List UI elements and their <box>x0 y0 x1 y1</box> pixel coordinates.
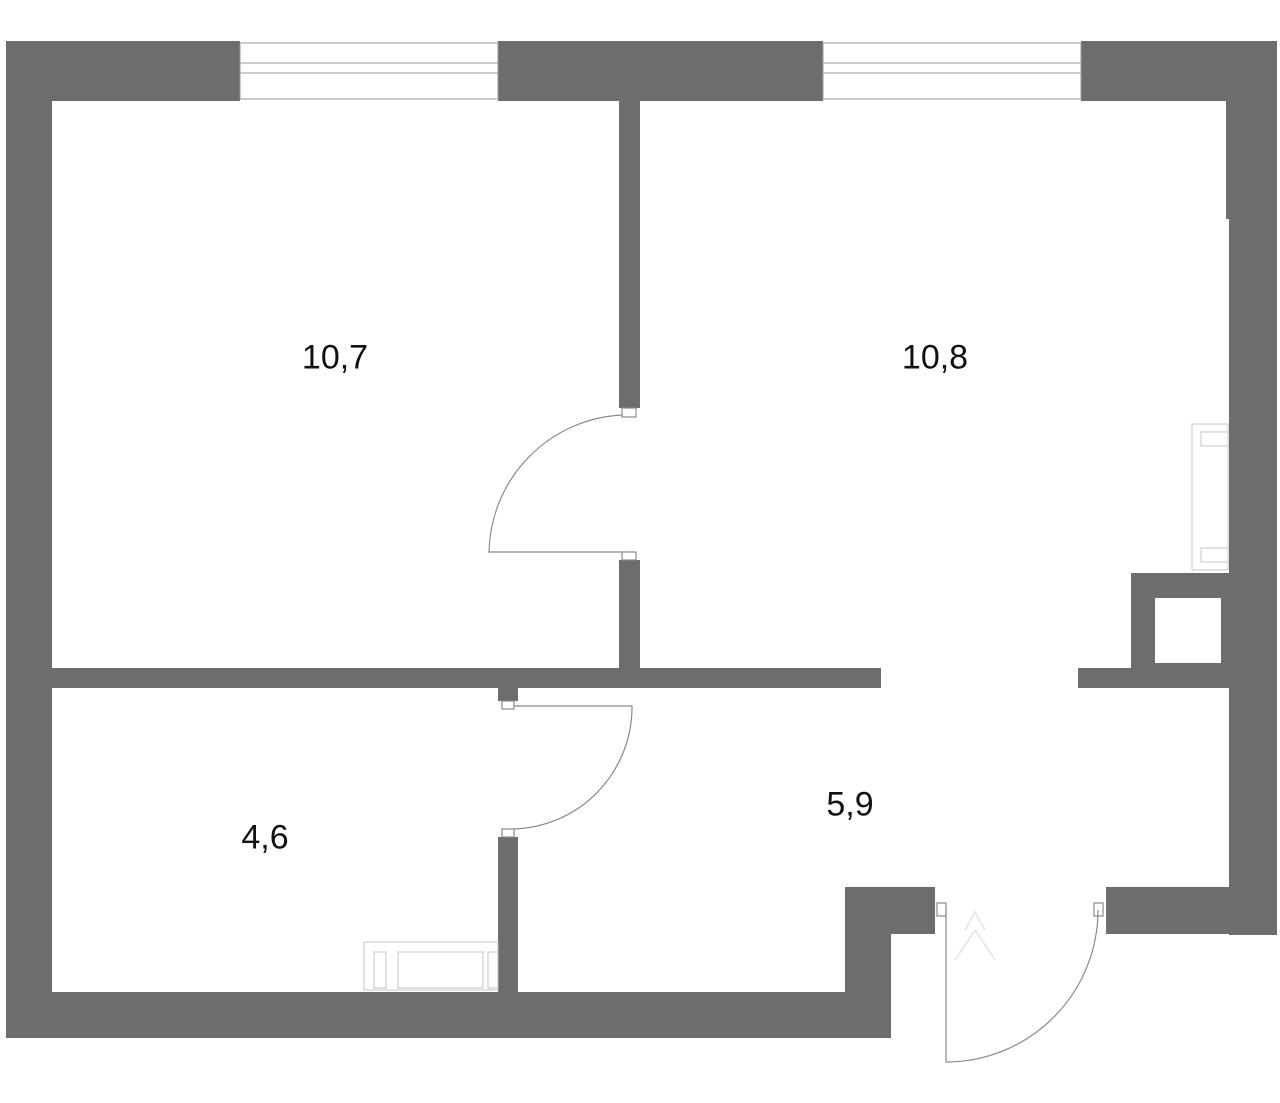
room-area-hallway: 5,9 <box>826 785 874 824</box>
window-living <box>822 42 1082 100</box>
wall-bottom-step-horizontal <box>845 887 935 934</box>
doors <box>488 407 1104 1063</box>
window-bedroom <box>239 42 499 100</box>
wall-right-upper <box>1226 41 1277 219</box>
wall-bathroom-stub-top <box>498 688 518 701</box>
wall-right-lower <box>1229 219 1277 935</box>
kitchen-counter <box>1191 423 1229 571</box>
wall-bedroom-living-upper <box>619 101 640 408</box>
wall-bedroom-living-lower <box>619 560 640 668</box>
interior-walls <box>52 101 1229 992</box>
wall-entrance-right <box>1106 887 1277 934</box>
windows <box>239 42 1082 100</box>
outer-walls <box>6 41 1277 1038</box>
wall-top-middle <box>498 41 823 101</box>
wall-bottom-left <box>6 992 891 1038</box>
door-bedroom <box>488 407 637 561</box>
watermark-logo <box>954 909 996 961</box>
wall-left <box>6 41 52 1038</box>
fixtures <box>363 423 1229 991</box>
bathtub <box>363 941 499 991</box>
room-area-living-kitchen: 10,8 <box>901 338 969 377</box>
wall-bathroom-hall <box>498 837 518 992</box>
door-entrance <box>936 902 1104 1063</box>
room-area-bathroom: 4,6 <box>241 818 289 857</box>
wall-horizontal-left <box>52 668 881 688</box>
room-area-bedroom: 10,7 <box>301 338 369 377</box>
ventilation-shaft <box>1131 573 1229 688</box>
door-bathroom <box>501 700 633 838</box>
